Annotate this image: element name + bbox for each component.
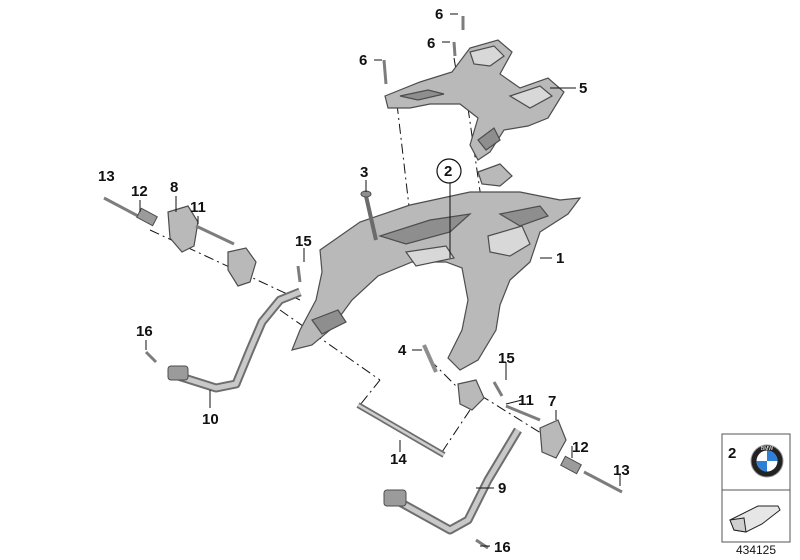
callout-13a[interactable]: 13 [98, 168, 115, 185]
callout-7[interactable]: 7 [548, 393, 556, 410]
bmw-logo-icon: BMW [750, 444, 784, 478]
callout-4[interactable]: 4 [398, 342, 407, 359]
part-7-right-bracket [457, 379, 567, 459]
legend-number: 2 [728, 445, 736, 462]
callout-5[interactable]: 5 [579, 80, 587, 97]
right-fasteners [560, 455, 623, 494]
arrow-pictogram-icon [729, 505, 781, 533]
part-9-right-handle [383, 427, 522, 550]
part-10-left-handle [144, 287, 302, 393]
part-6-screws [382, 16, 465, 85]
callout-13b[interactable]: 13 [613, 462, 630, 479]
callout-15b[interactable]: 15 [498, 350, 515, 367]
leader-lines [139, 13, 621, 547]
callout-12a[interactable]: 12 [131, 183, 148, 200]
callout-11a[interactable]: 11 [190, 199, 206, 216]
callout-3[interactable]: 3 [360, 164, 368, 181]
callout-2[interactable]: 2 [444, 163, 452, 180]
callout-9[interactable]: 9 [498, 480, 506, 497]
callout-8[interactable]: 8 [170, 179, 178, 196]
callout-6c[interactable]: 6 [435, 6, 443, 23]
callout-1[interactable]: 1 [556, 250, 564, 267]
reference-number: 434125 [736, 543, 776, 557]
legend-box: 2 BMW [721, 433, 791, 543]
part-spacer-bracket [477, 163, 513, 187]
part-14-rod [356, 402, 446, 458]
callout-15a[interactable]: 15 [295, 233, 312, 250]
callout-2-circle [436, 158, 462, 184]
callout-16b[interactable]: 16 [494, 539, 511, 556]
part-4-screw [422, 344, 438, 373]
callout-12b[interactable]: 12 [572, 439, 589, 456]
callout-14[interactable]: 14 [390, 451, 407, 468]
part-1-carrier-frame [291, 191, 582, 371]
part-8-left-bracket [167, 205, 257, 287]
callout-6b[interactable]: 6 [427, 35, 435, 52]
callout-6a[interactable]: 6 [359, 52, 367, 69]
left-fasteners [103, 196, 302, 283]
callout-16a[interactable]: 16 [136, 323, 153, 340]
part-5-upper-plate [384, 39, 565, 161]
callout-11b[interactable]: 11 [518, 392, 534, 409]
callouts: 1 2 3 4 5 6 6 6 7 8 9 10 11 11 12 12 13 … [98, 6, 630, 556]
callout-10[interactable]: 10 [202, 411, 219, 428]
logo-letters: BMW [761, 446, 774, 452]
